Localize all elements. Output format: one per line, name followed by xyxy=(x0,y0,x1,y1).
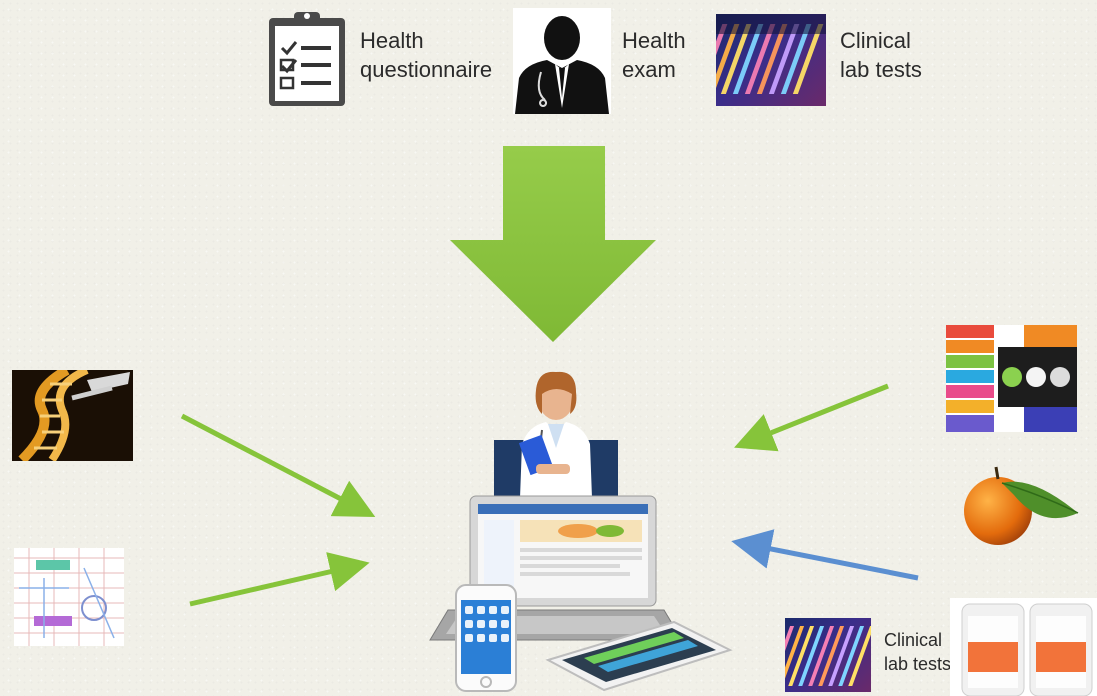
health-exam-label: Health exam xyxy=(622,26,686,84)
health-questionnaire-label: Health questionnaire xyxy=(360,26,492,84)
pathway-diagram-image xyxy=(14,548,124,646)
doctor-silhouette-icon xyxy=(513,8,611,114)
clipboard-checklist-icon xyxy=(266,8,348,108)
label-line: questionnaire xyxy=(360,57,493,82)
clinical-lab-tests-label-small: Clinical lab tests xyxy=(884,628,951,676)
label-line: Health xyxy=(622,28,686,53)
big-down-arrow xyxy=(448,146,658,342)
label-line: Clinical xyxy=(840,28,911,53)
label-line: lab tests xyxy=(884,654,952,674)
laptop-ehr-screen xyxy=(428,494,684,646)
arrow-device-to-center xyxy=(731,529,919,581)
arrow-pathway-to-center xyxy=(189,552,370,607)
tablet-device xyxy=(544,620,734,692)
doctor-figure xyxy=(494,368,618,498)
health-app-smartwatch-image xyxy=(946,325,1077,432)
clinical-lab-tests-label: Clinical lab tests xyxy=(840,26,922,84)
dna-helix-image xyxy=(12,370,133,461)
label-line: Health xyxy=(360,28,424,53)
arrow-dna-to-center xyxy=(180,413,376,517)
lab-test-tubes-icon xyxy=(716,14,826,106)
arrow-apps-to-center xyxy=(734,383,889,452)
smartphone-device xyxy=(455,584,517,692)
label-line: lab tests xyxy=(840,57,922,82)
label-line: exam xyxy=(622,57,676,82)
orange-fruit-image xyxy=(962,465,1080,551)
label-line: Clinical xyxy=(884,630,943,650)
iphone-health-app-image xyxy=(950,598,1097,696)
lab-tests-image-small xyxy=(785,618,871,692)
